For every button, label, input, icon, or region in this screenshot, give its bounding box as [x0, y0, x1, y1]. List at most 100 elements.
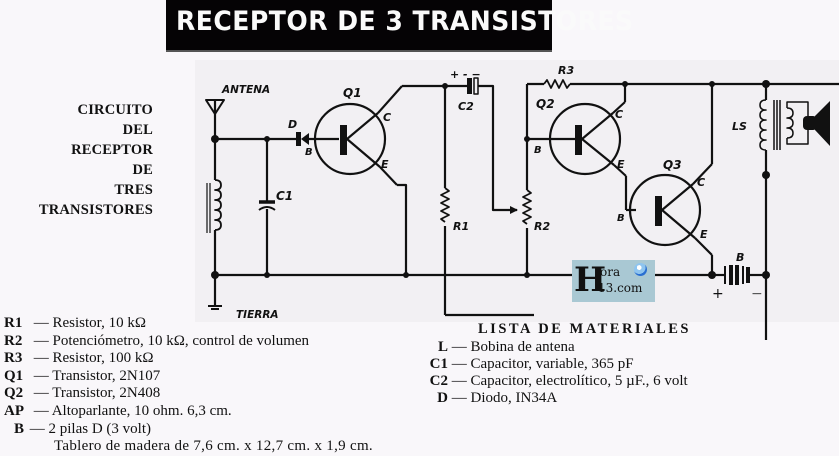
part-code: Q2	[4, 385, 24, 402]
separator: —	[33, 315, 49, 331]
part-desc: 2 pilas D (3 volt)	[48, 420, 152, 437]
junction-dot	[264, 272, 270, 278]
part-row: Q2 — Transistor, 2N408	[4, 385, 373, 403]
output-transformer-icon	[759, 99, 809, 151]
antenna-label: ANTENA	[221, 84, 270, 96]
watermark-line1: ora	[600, 265, 621, 279]
caption-line: CIRCUITO	[77, 102, 153, 118]
diode-label: D	[288, 118, 297, 131]
r2-label: R2	[534, 220, 550, 233]
q1-collector-label: C	[383, 111, 391, 124]
caption-line: TRES	[114, 182, 153, 198]
wiper-arrow-icon	[510, 206, 518, 214]
materials-heading: LISTA DE MATERIALES	[478, 321, 691, 337]
part-row: C2 — Capacitor, electrolítico, 5 µF., 6 …	[422, 373, 691, 390]
separator: —	[33, 350, 49, 367]
part-code: R2	[4, 332, 23, 349]
q3-label: Q3	[663, 158, 682, 172]
part-row: B — 2 pilas D (3 volt)	[4, 421, 373, 439]
parts-list-right: LISTA DE MATERIALES L — Bobina de antena…	[422, 321, 691, 407]
q1-base-label: B	[305, 147, 313, 158]
junction-dot	[708, 271, 716, 279]
caption-line: RECEPTOR	[71, 142, 153, 158]
part-desc: Resistor, 10 kΩ	[52, 315, 146, 331]
transistor-q2-icon	[548, 84, 636, 212]
part-code: L	[437, 339, 448, 355]
separator: —	[33, 402, 49, 419]
part-row: Q1 — Transistor, 2N107	[4, 368, 373, 386]
title-banner: RECEPTOR DE 3 TRANSISTORES	[166, 0, 633, 52]
junction-dot	[211, 271, 219, 279]
part-desc: Capacitor, electrolítico, 5 µF., 6 volt	[470, 373, 688, 389]
part-row: C1 — Capacitor, variable, 365 pF	[422, 356, 691, 373]
q2-label: Q2	[536, 97, 555, 111]
junction-dot	[762, 80, 770, 88]
speaker-label: LS	[732, 120, 747, 133]
separator: —	[33, 332, 49, 349]
q2-base-label: B	[534, 145, 542, 156]
separator: —	[451, 356, 467, 372]
junction-dot	[264, 136, 270, 142]
board-note: Tablero de madera de 7,6 cm. x 12,7 cm. …	[54, 438, 373, 455]
part-desc: Diodo, IN34A	[470, 390, 558, 406]
antenna-coil-icon	[206, 179, 222, 233]
caption-line: DEL	[122, 122, 153, 138]
q2-emitter-label: E	[617, 158, 625, 171]
part-desc: Bobina de antena	[470, 339, 575, 355]
part-code: D	[437, 390, 448, 406]
part-code: R1	[4, 315, 23, 331]
caption-line: TRANSISTORES	[38, 202, 153, 218]
r1-label: R1	[453, 220, 469, 233]
junction-dot	[709, 81, 715, 87]
junction-dot	[762, 171, 770, 179]
q2-collector-label: C	[615, 108, 623, 121]
r3-label: R3	[558, 64, 574, 77]
part-row: R2 — Potenciómetro, 10 kΩ, control de vo…	[4, 333, 373, 351]
flag-globe-icon	[634, 263, 647, 276]
q1-emitter-label: E	[381, 158, 389, 171]
resistor-r1-icon	[440, 187, 450, 223]
part-desc: Transistor, 2N107	[52, 367, 161, 384]
part-code: AP	[4, 402, 24, 419]
wire	[478, 84, 517, 212]
part-row: D — Diodo, IN34A	[422, 390, 691, 407]
junction-dot	[524, 272, 530, 278]
junction-dot	[524, 136, 530, 142]
resistor-r3-icon	[543, 79, 571, 89]
part-code: R3	[4, 350, 23, 367]
separator: —	[451, 373, 467, 389]
variable-capacitor-c1-icon	[258, 200, 276, 211]
part-code: C2	[429, 373, 448, 389]
part-row: R3 — Resistor, 100 kΩ	[4, 350, 373, 368]
part-code: C1	[429, 356, 448, 372]
side-caption: CIRCUITO DEL RECEPTOR DE TRES TRANSISTOR…	[10, 100, 153, 220]
c1-label: C1	[276, 189, 293, 203]
junction-dot	[403, 272, 409, 278]
antenna-icon	[205, 99, 225, 139]
q3-emitter-label: E	[700, 228, 708, 241]
part-desc: Transistor, 2N408	[52, 385, 161, 402]
part-row: R1 — Resistor, 10 kΩ	[4, 315, 373, 333]
ground-icon	[208, 305, 222, 310]
c2-polarity-label: + - −	[450, 68, 481, 81]
separator: —	[33, 367, 49, 384]
part-code: Q1	[4, 367, 24, 384]
junction-dot	[442, 83, 448, 89]
transistor-q3-icon	[628, 84, 714, 275]
watermark-logo: H ora 13.com	[572, 260, 655, 302]
watermark-line2: 13.com	[598, 281, 643, 295]
separator: —	[451, 339, 467, 355]
battery-icon	[712, 265, 766, 285]
junction-dots	[211, 80, 770, 279]
part-desc: Potenciómetro, 10 kΩ, control de volumen	[52, 332, 310, 349]
q3-collector-label: C	[697, 176, 705, 189]
part-desc: Capacitor, variable, 365 pF	[470, 356, 634, 372]
diode-icon	[296, 132, 339, 146]
watermark-glyph: H	[574, 260, 607, 300]
speaker-icon	[803, 101, 830, 146]
part-desc: Resistor, 100 kΩ	[52, 350, 154, 367]
part-row: L — Bobina de antena	[422, 339, 691, 356]
wire	[397, 183, 408, 275]
c2-label: C2	[458, 100, 474, 113]
